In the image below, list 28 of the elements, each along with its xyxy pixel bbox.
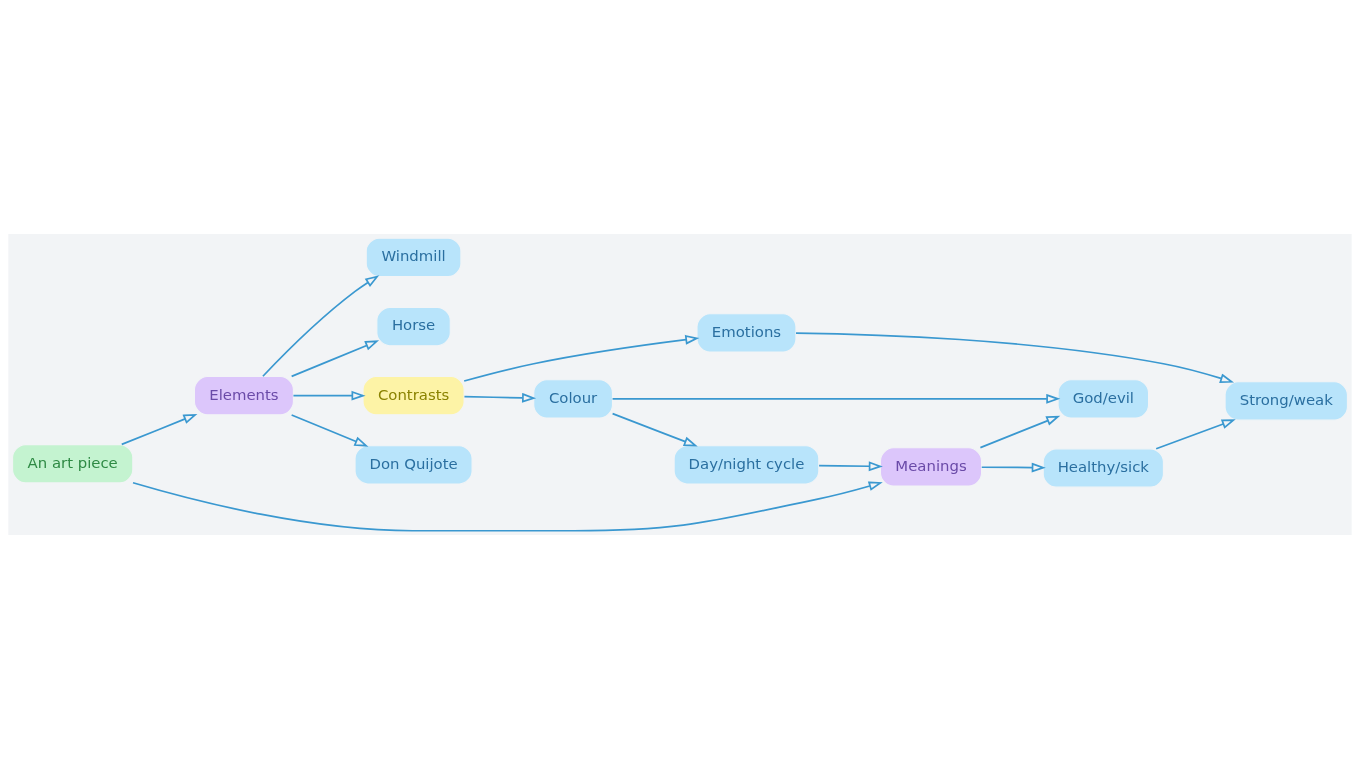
arrow — [463, 392, 537, 403]
node-box: Don Quijote — [354, 444, 473, 484]
node-box: Windmill — [365, 237, 462, 277]
arrow — [292, 390, 366, 401]
arrow — [132, 480, 883, 532]
arrow — [262, 274, 380, 377]
node-box: Healthy/sick — [1042, 447, 1164, 488]
arrow — [290, 413, 369, 447]
arrow — [980, 462, 1046, 472]
arrow — [1155, 418, 1236, 450]
arrow — [611, 412, 698, 446]
node-box: Colour — [533, 378, 613, 419]
arrow — [611, 393, 1061, 404]
node-box: An art piece — [12, 443, 134, 483]
arrow — [120, 413, 198, 445]
node-box: God/evil — [1057, 378, 1150, 419]
arrow — [818, 460, 883, 471]
node-box: Contrasts — [362, 375, 465, 415]
node-box: Strong/weak — [1224, 380, 1348, 421]
arrow — [463, 334, 700, 382]
node-box: Elements — [193, 375, 294, 415]
arrow — [979, 415, 1061, 448]
node-box: Meanings — [879, 446, 983, 487]
arrow — [290, 339, 380, 377]
node-box: Emotions — [696, 312, 797, 353]
node-box: Day/night cycle — [673, 444, 820, 484]
node-box: Horse — [376, 306, 451, 346]
arrow — [795, 331, 1235, 383]
